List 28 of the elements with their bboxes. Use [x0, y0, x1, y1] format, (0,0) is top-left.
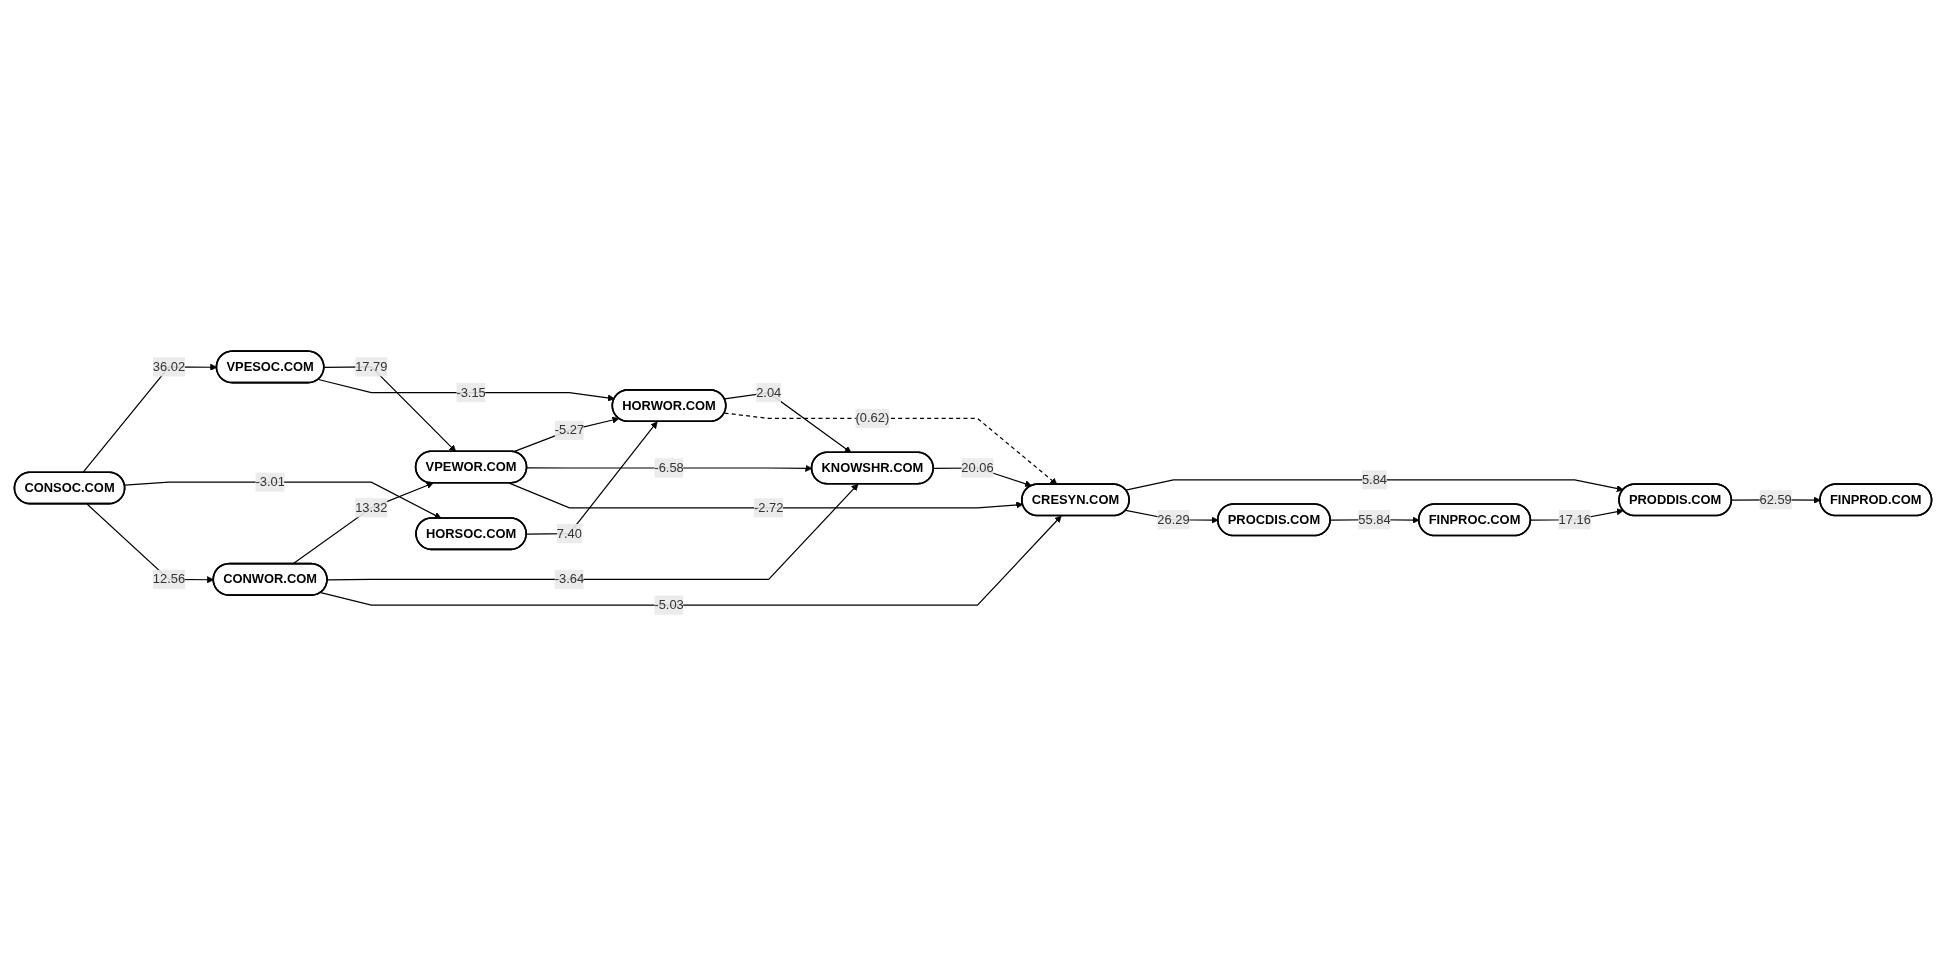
- arrow: [317, 378, 615, 402]
- edge-label: 17.16: [1558, 512, 1591, 527]
- edge-label: -2.72: [753, 500, 784, 515]
- arrow: [124, 481, 442, 519]
- edge-label: -6.58: [654, 460, 684, 475]
- edge-label: -3.64: [554, 572, 585, 586]
- edge-label: (0.62): [855, 411, 890, 425]
- edge-label: 62.59: [1759, 492, 1792, 507]
- arrow: [723, 412, 1058, 485]
- edge-label: -5.27: [554, 423, 585, 437]
- edge-label: 2.04: [756, 385, 782, 400]
- edge-label: 7.40: [556, 526, 582, 541]
- edge-label: -3.15: [456, 385, 486, 400]
- arrow: [292, 482, 434, 565]
- edge-label: 26.29: [1157, 512, 1190, 527]
- edge-label: 36.02: [152, 359, 186, 374]
- edge-label: 5.84: [1361, 472, 1387, 487]
- arrow: [320, 515, 1062, 606]
- edge-label: -3.01: [255, 474, 285, 489]
- edge-label: 13.32: [355, 500, 388, 515]
- edge-label: -5.03: [654, 597, 684, 612]
- edge-label: 20.06: [961, 460, 994, 475]
- arrow: [326, 483, 859, 581]
- edge-label: 12.56: [152, 572, 186, 586]
- arrow: [1125, 479, 1624, 493]
- arrow: [508, 482, 1024, 509]
- edge-label: 55.84: [1358, 512, 1391, 527]
- edge-label: 17.79: [355, 359, 388, 374]
